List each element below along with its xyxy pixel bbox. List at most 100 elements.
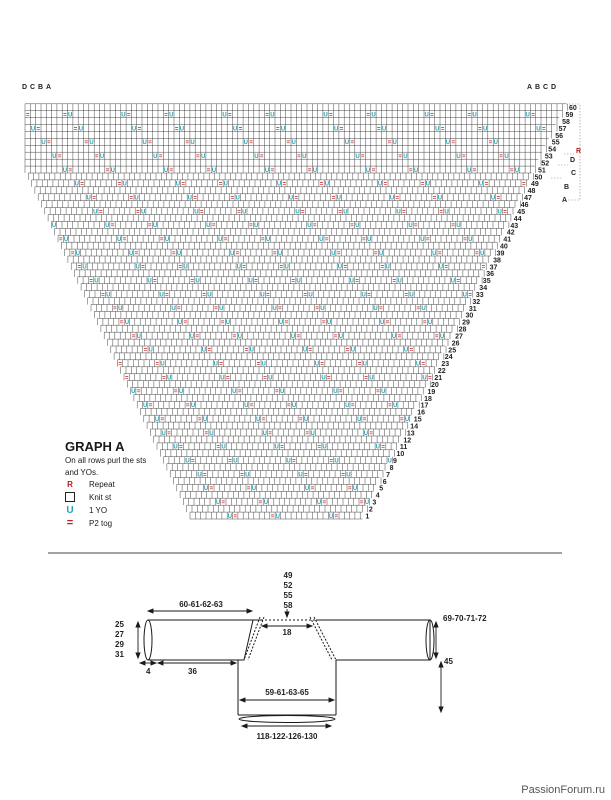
p2tog-symbol: = [315,306,319,312]
row-number: 44 [514,216,522,223]
yo-symbol: U [263,431,267,437]
p2tog-symbol: = [160,237,164,243]
p2tog-symbol: = [228,112,232,118]
yo-symbol: U [373,306,377,312]
p2tog-symbol: = [430,112,434,118]
p2tog-symbol: = [393,279,397,285]
p2tog-symbol: = [489,140,493,146]
yo-symbol: U [334,126,338,132]
p2tog-symbol: = [325,237,329,243]
p2tog-symbol: = [125,375,129,381]
yo-symbol: U [351,348,355,354]
yo-symbol: U [355,154,359,160]
yo-symbol: U [31,126,35,132]
yo-symbol: U [303,348,307,354]
yo-symbol: U [393,403,397,409]
yo-symbol: U [141,209,145,215]
row-number: 46 [521,202,529,209]
row-number: 9 [393,458,397,465]
p2tog-symbol: = [372,168,376,174]
p2tog-symbol: = [329,458,333,464]
yo-symbol: U [52,223,56,229]
p2tog-symbol: = [285,320,289,326]
yo-symbol: U [405,417,409,423]
p2tog-symbol: = [485,182,489,188]
yo-symbol: U [428,320,432,326]
p2tog-symbol: = [63,112,67,118]
yo-symbol: U [233,126,237,132]
yo-symbol: U [106,292,110,298]
p2tog-symbol: = [292,279,296,285]
p2tog-symbol: = [231,196,235,202]
yo-symbol: U [319,237,323,243]
p2tog-symbol: = [202,292,206,298]
p2tog-symbol: = [287,403,291,409]
watermark: PassionForum.ru [521,784,605,796]
p2tog-symbol: = [179,445,183,451]
yo-symbol: U [432,251,436,257]
p2tog-symbol: = [308,168,312,174]
p2tog-symbol: = [329,112,333,118]
yo-symbol: U [491,196,495,202]
row-number: 12 [403,437,411,444]
p2tog-symbol: = [335,514,339,520]
yo-symbol: U [278,251,282,257]
yo-symbol: U [123,182,127,188]
p2tog-symbol: = [130,196,134,202]
yo-symbol: U [339,334,343,340]
p2tog-symbol: = [358,362,362,368]
yo-symbol: U [346,472,350,478]
legend-item-knit: Knit st [65,492,111,502]
yo-symbol: U [254,154,258,160]
yo-symbol: U [456,223,460,229]
yo-symbol: U [221,445,225,451]
yo-symbol: U [286,458,290,464]
yo-symbol: U [82,265,86,271]
p2tog-symbol: = [531,112,535,118]
yo-symbol: U [190,140,194,146]
yo-symbol: U [302,154,306,160]
yo-symbol: U [206,223,210,229]
p2tog-symbol: = [181,182,185,188]
p2tog-symbol: = [26,112,30,118]
p2tog-symbol: = [398,334,402,340]
yo-symbol: U [190,334,194,340]
chart-section-label: B [535,84,540,91]
knit-box-icon [65,492,75,502]
p2tog-symbol: = [377,126,381,132]
yo-symbol: U [467,168,471,174]
yo-symbol: U [363,362,367,368]
yo-symbol: U [238,334,242,340]
p2tog-symbol: = [297,154,301,160]
p2tog-symbol: = [292,458,296,464]
p2tog-symbol: = [346,348,350,354]
p2tog-symbol: = [463,237,467,243]
row-number: 52 [541,161,549,168]
chart-section-label: D [551,84,556,91]
legend-label: P2 tog [89,518,113,528]
yo-symbol: U [364,431,368,437]
yo-symbol: U [183,265,187,271]
yo-symbol: U [479,182,483,188]
p2tog-symbol: = [303,292,307,298]
p2tog-symbol: = [381,265,385,271]
yo-symbol: U [380,320,384,326]
row-number: 43 [510,223,518,230]
row-number: 59 [566,112,574,119]
yo-symbol: U [105,223,109,229]
yo-symbol: U [132,126,136,132]
yo-symbol: U [76,251,80,257]
yo-symbol: U [52,154,56,160]
yo-symbol: U [179,389,183,395]
yo-symbol: U [321,375,325,381]
yo-symbol: U [435,126,439,132]
p2tog-symbol: = [278,306,282,312]
yo-symbol: U [111,168,115,174]
yo-symbol: U [167,375,171,381]
p2tog-symbol: = [400,417,404,423]
yo-symbol: U [365,500,369,506]
yo-symbol: U [345,403,349,409]
yo-symbol: U [117,237,121,243]
yo-symbol: U [396,209,400,215]
garment-schematic [143,616,435,723]
